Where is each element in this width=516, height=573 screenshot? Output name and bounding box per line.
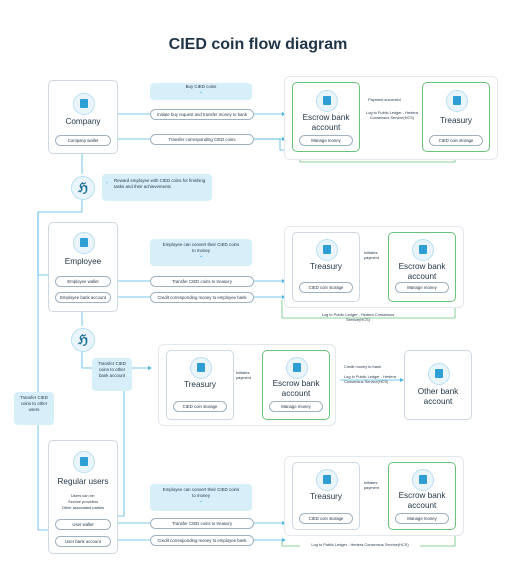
log-note-2: Log to Public Ledger - Hedera Consensus … [321,312,395,322]
chevron-left-icon: ‹ [106,180,108,186]
company-title: Company [65,117,101,126]
treasury-title-4: Treasury [310,492,342,501]
chevron-down-icon: ⌄ [199,498,204,504]
other-parties-label: Other associated parties [61,505,105,510]
escrow-node-4[interactable]: Escrow bank account Manage money [388,462,456,530]
manage-money-pill-4[interactable]: Manage money [395,513,449,524]
treasury-node-4[interactable]: Treasury CIED coin storage [292,462,360,530]
users-icon [73,451,95,473]
chevron-down-icon: ⌄ [199,89,204,95]
treasury-icon [316,239,338,261]
transfer-users-label: Transfer CIED coins to other users [20,395,48,412]
buy-cied-label: Buy CIED coins [185,84,217,89]
page-title: CIED coin flow diagram [168,36,348,53]
treasury-node-2[interactable]: Treasury CIED coin storage [292,232,360,302]
treasury-icon [446,90,468,112]
credit-money-pill-2[interactable]: Credit corresponding money to employee b… [150,292,254,303]
bank-icon [316,90,338,112]
employee-bank-account[interactable]: Employee bank account [55,292,111,303]
employee-icon [73,232,95,254]
buy-cied-banner: Buy CIED coins ⌄ [150,83,252,100]
regular-users-node[interactable]: Regular users Users can be: Service prov… [48,440,118,554]
other-bank-title: Other bank account [417,387,459,406]
transfer-users-banner: Transfer CIED coins to other users [14,392,54,425]
reward-banner: ‹ Reward employee with CIED coins for fi… [102,174,212,201]
users-can-be-label: Users can be: [70,493,95,498]
employee-node[interactable]: Employee Employee wallet Employee bank a… [48,222,118,312]
company-node[interactable]: Company Company wallet [48,80,118,154]
coin-storage-pill-3[interactable]: CIED coin storage [173,401,227,412]
manage-money-pill-1[interactable]: Manage money [299,135,353,146]
bank-icon [286,357,308,379]
credit-money-pill-4[interactable]: Credit corresponding money to employee b… [150,535,254,546]
treasury-title-2: Treasury [310,262,342,271]
convert-banner-4: Employee can convert their CIED coins to… [150,484,252,511]
hedera-logo-icon: ℌ [71,176,95,200]
transfer-other-bank-banner: Transfer CIED coins to other bank accoun… [92,358,132,391]
user-wallet[interactable]: User wallet [55,519,111,530]
convert-label-4: Employee can convert their CIED coins to… [162,487,240,498]
transfer-to-treasury-pill-2[interactable]: Transfer CIED coins to treasury [150,276,254,287]
treasury-icon [190,357,212,379]
log-note-4: Log to Public Ledger - Hedera Consensus … [300,542,420,547]
transfer-other-bank-label: Transfer CIED coins to other bank accoun… [98,361,126,378]
escrow-node-2[interactable]: Escrow bank account Manage money [388,232,456,302]
transfer-coins-pill[interactable]: Transfer corresponding CIED coins [150,134,254,145]
treasury-node-1[interactable]: Treasury CIED coin storage [422,82,490,152]
initiates-payment-label-4: Initiates payment [364,480,379,490]
employee-wallet[interactable]: Employee wallet [55,276,111,287]
escrow-node-3[interactable]: Escrow bank account Manage money [262,350,330,420]
credit-money-label: Credit money to bank [344,364,381,369]
bank-icon [412,239,434,261]
service-providers-label: Service providers [67,499,99,504]
employee-title: Employee [64,257,102,266]
bank-icon [428,363,450,385]
escrow-node-1[interactable]: Escrow bank account Manage money [292,82,360,152]
treasury-node-3[interactable]: Treasury CIED coin storage [166,350,234,420]
user-bank-account[interactable]: User bank account [55,536,111,547]
regular-users-title: Regular users [57,477,109,486]
hedera-logo-icon: ℌ [71,328,95,352]
log-note-3: Log to Public Ledger - Hedera Consensus … [344,374,396,384]
bank-icon [412,469,434,491]
initiates-payment-label-2: Initiates payment [364,250,379,260]
escrow-title-3: Escrow bank account [272,379,320,398]
transfer-to-treasury-pill-4[interactable]: Transfer CIED coins to treasury [150,518,254,529]
coin-storage-pill-2[interactable]: CIED coin storage [299,282,353,293]
log-note-1: Log to Public Ledger - Hedera Consensus … [366,110,418,120]
treasury-icon [316,469,338,491]
coin-storage-pill-1[interactable]: CIED coin storage [429,135,483,146]
chevron-down-icon: ⌄ [199,253,204,259]
escrow-title-4: Escrow bank account [398,491,446,510]
treasury-title-1: Treasury [440,116,472,125]
initiates-payment-label-3: Initiates payment [236,370,251,380]
convert-label-2: Employee can convert their CIED coins to… [162,242,240,253]
company-icon [73,93,95,115]
convert-banner-2: Employee can convert their CIED coins to… [150,239,252,266]
payment-success-label: Payment succesful [368,97,401,102]
treasury-title-3: Treasury [184,380,216,389]
coin-storage-pill-4[interactable]: CIED coin storage [299,513,353,524]
escrow-title-1: Escrow bank account [302,113,350,132]
escrow-title-2: Escrow bank account [398,262,446,281]
manage-money-pill-3[interactable]: Manage money [269,401,323,412]
other-bank-node[interactable]: Other bank account [404,350,472,420]
company-wallet[interactable]: Company wallet [55,135,111,146]
reward-label: Reward employee with CIED coins for fini… [114,178,206,189]
manage-money-pill-2[interactable]: Manage money [395,282,449,293]
initiate-buy-pill[interactable]: Initiate buy request and transfer money … [150,109,254,120]
